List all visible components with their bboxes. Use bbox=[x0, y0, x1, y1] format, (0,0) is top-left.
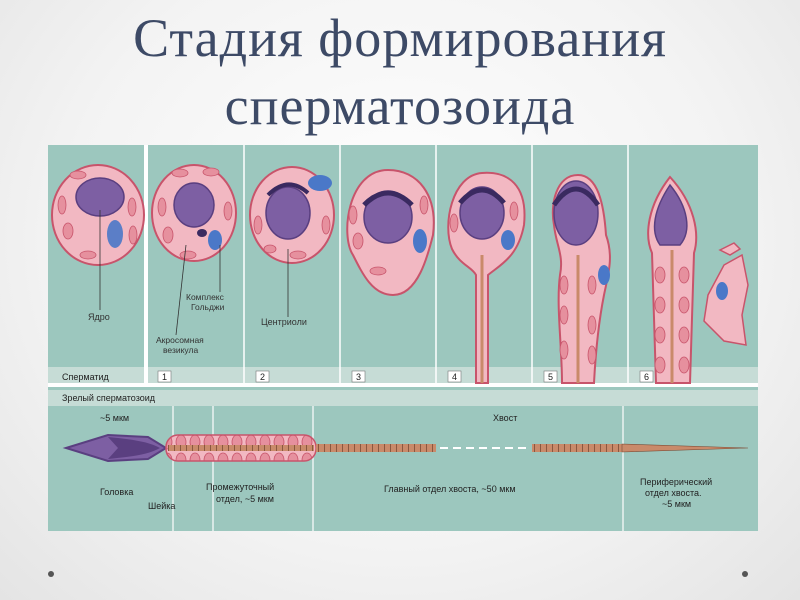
label-midpiece-1: Промежуточный bbox=[206, 482, 274, 492]
label-acrosome-2: везикула bbox=[163, 345, 198, 355]
stage-number: 4 bbox=[452, 372, 457, 382]
spermatogenesis-diagram: Ядро Комплекс Гольджи Акросомная везикул… bbox=[48, 145, 758, 531]
label-mature-sperm: Зрелый сперматозоид bbox=[62, 393, 156, 403]
stage-number: 3 bbox=[356, 372, 361, 382]
stage-6-cell bbox=[647, 175, 749, 384]
stage-3-cell bbox=[346, 168, 435, 297]
label-nucleus: Ядро bbox=[88, 312, 110, 322]
label-principal-piece: Главный отдел хвоста, ~50 мкм bbox=[384, 484, 516, 494]
stage-number: 1 bbox=[162, 372, 167, 382]
slide-nav-dot-left bbox=[48, 571, 54, 577]
stage-number-badge: 4 bbox=[447, 370, 462, 383]
bottom-panel bbox=[48, 385, 758, 531]
label-head: Головка bbox=[100, 487, 133, 497]
label-size-head: ~5 мкм bbox=[100, 413, 129, 423]
label-midpiece-2: отдел, ~5 мкм bbox=[216, 494, 274, 504]
title-line-1: Стадия формирования bbox=[133, 8, 667, 68]
stage-number: 2 bbox=[260, 372, 265, 382]
label-acrosome-1: Акросомная bbox=[156, 335, 204, 345]
label-end-piece-3: ~5 мкм bbox=[662, 499, 691, 509]
stage-number-badge: 5 bbox=[543, 370, 558, 383]
stage-5-cell bbox=[551, 173, 611, 384]
label-centrioles: Центриоли bbox=[261, 317, 307, 327]
stage-2-cell bbox=[249, 166, 335, 317]
stage-number: 6 bbox=[644, 372, 649, 382]
stage-number: 5 bbox=[548, 372, 553, 382]
label-spermatid: Сперматид bbox=[62, 372, 110, 382]
slide-nav-dot-right bbox=[742, 571, 748, 577]
stage-4-cell bbox=[447, 171, 526, 384]
stage-number-badge: 2 bbox=[255, 370, 270, 383]
label-tail: Хвост bbox=[493, 413, 517, 423]
label-golgi-1: Комплекс bbox=[186, 292, 225, 302]
stage-1-cell bbox=[151, 164, 237, 336]
spermatid-cell bbox=[51, 164, 145, 310]
label-golgi-2: Гольджи bbox=[191, 302, 225, 312]
mature-sperm bbox=[62, 433, 749, 463]
label-neck: Шейка bbox=[148, 501, 175, 511]
stage-number-badge: 3 bbox=[351, 370, 366, 383]
label-end-piece-2: отдел хвоста. bbox=[645, 488, 702, 498]
title-line-2: сперматозоида bbox=[224, 76, 576, 136]
label-end-piece-1: Периферический bbox=[640, 477, 712, 487]
stage-number-badge: 6 bbox=[639, 370, 654, 383]
stage-number-badge: 1 bbox=[157, 370, 172, 383]
